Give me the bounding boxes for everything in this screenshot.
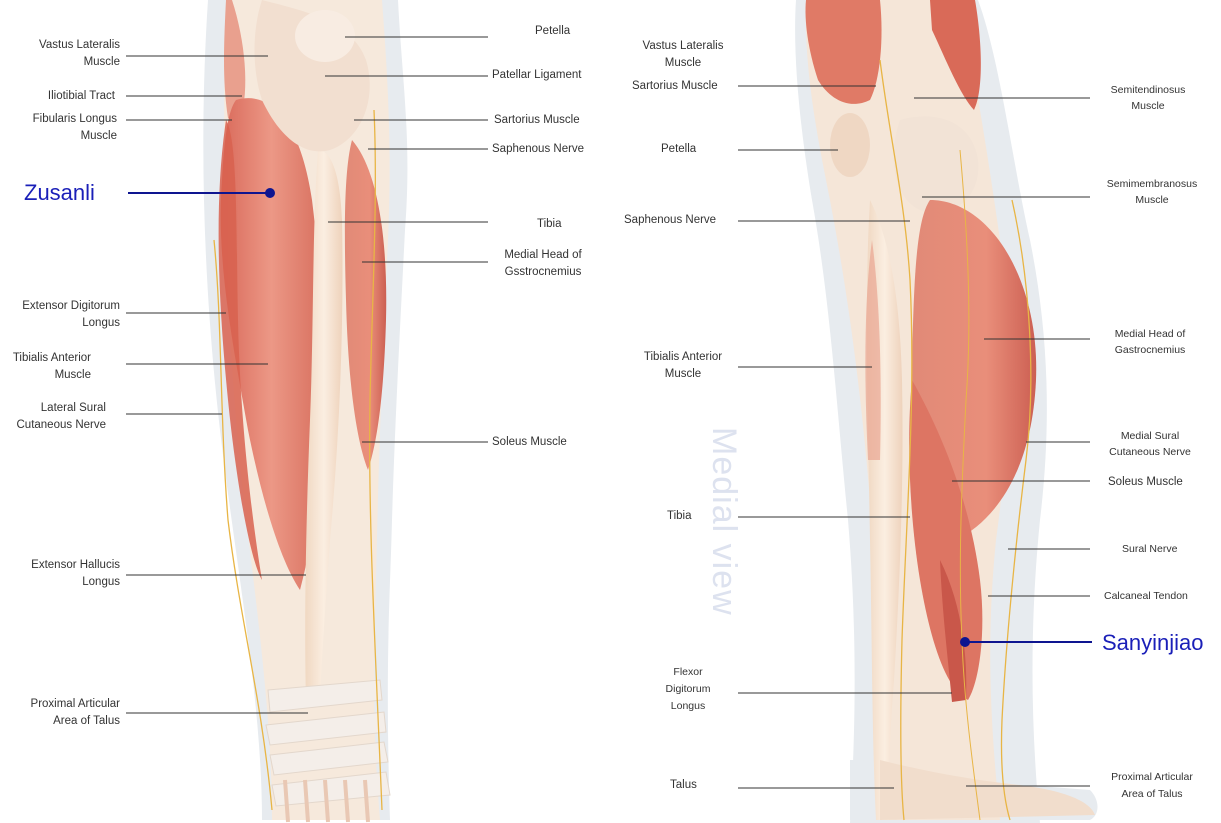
label-iliotibial-tract: Iliotibial Tract bbox=[48, 88, 115, 105]
label-calcaneal-tendon: Calcaneal Tendon bbox=[1104, 588, 1188, 605]
label-petella-front: Petella bbox=[535, 23, 570, 40]
label-tibia-front: Tibia bbox=[537, 216, 562, 233]
front-leg bbox=[203, 0, 407, 822]
label-sartorius-muscle-medial: Sartorius Muscle bbox=[632, 78, 718, 95]
label-saphenous-nerve-front: Saphenous Nerve bbox=[492, 141, 584, 158]
label-soleus-muscle-medial: Soleus Muscle bbox=[1108, 474, 1183, 491]
label-sural-nerve: Sural Nerve bbox=[1122, 541, 1177, 558]
acupoint-zusanli: Zusanli bbox=[24, 181, 95, 205]
label-saphenous-nerve-medial: Saphenous Nerve bbox=[624, 212, 716, 229]
medial-leg bbox=[795, 0, 1097, 823]
label-patellar-ligament: Patellar Ligament bbox=[492, 67, 582, 84]
label-sartorius-muscle-front: Sartorius Muscle bbox=[494, 112, 580, 129]
label-talus: Talus bbox=[670, 777, 697, 794]
acupoint-sanyinjiao: Sanyinjiao bbox=[1102, 631, 1204, 655]
label-petella-medial: Petella bbox=[661, 141, 696, 158]
medial-view-watermark: Medial view bbox=[713, 427, 743, 547]
label-tibia-medial: Tibia bbox=[667, 508, 692, 525]
label-soleus-muscle-front: Soleus Muscle bbox=[492, 434, 567, 451]
